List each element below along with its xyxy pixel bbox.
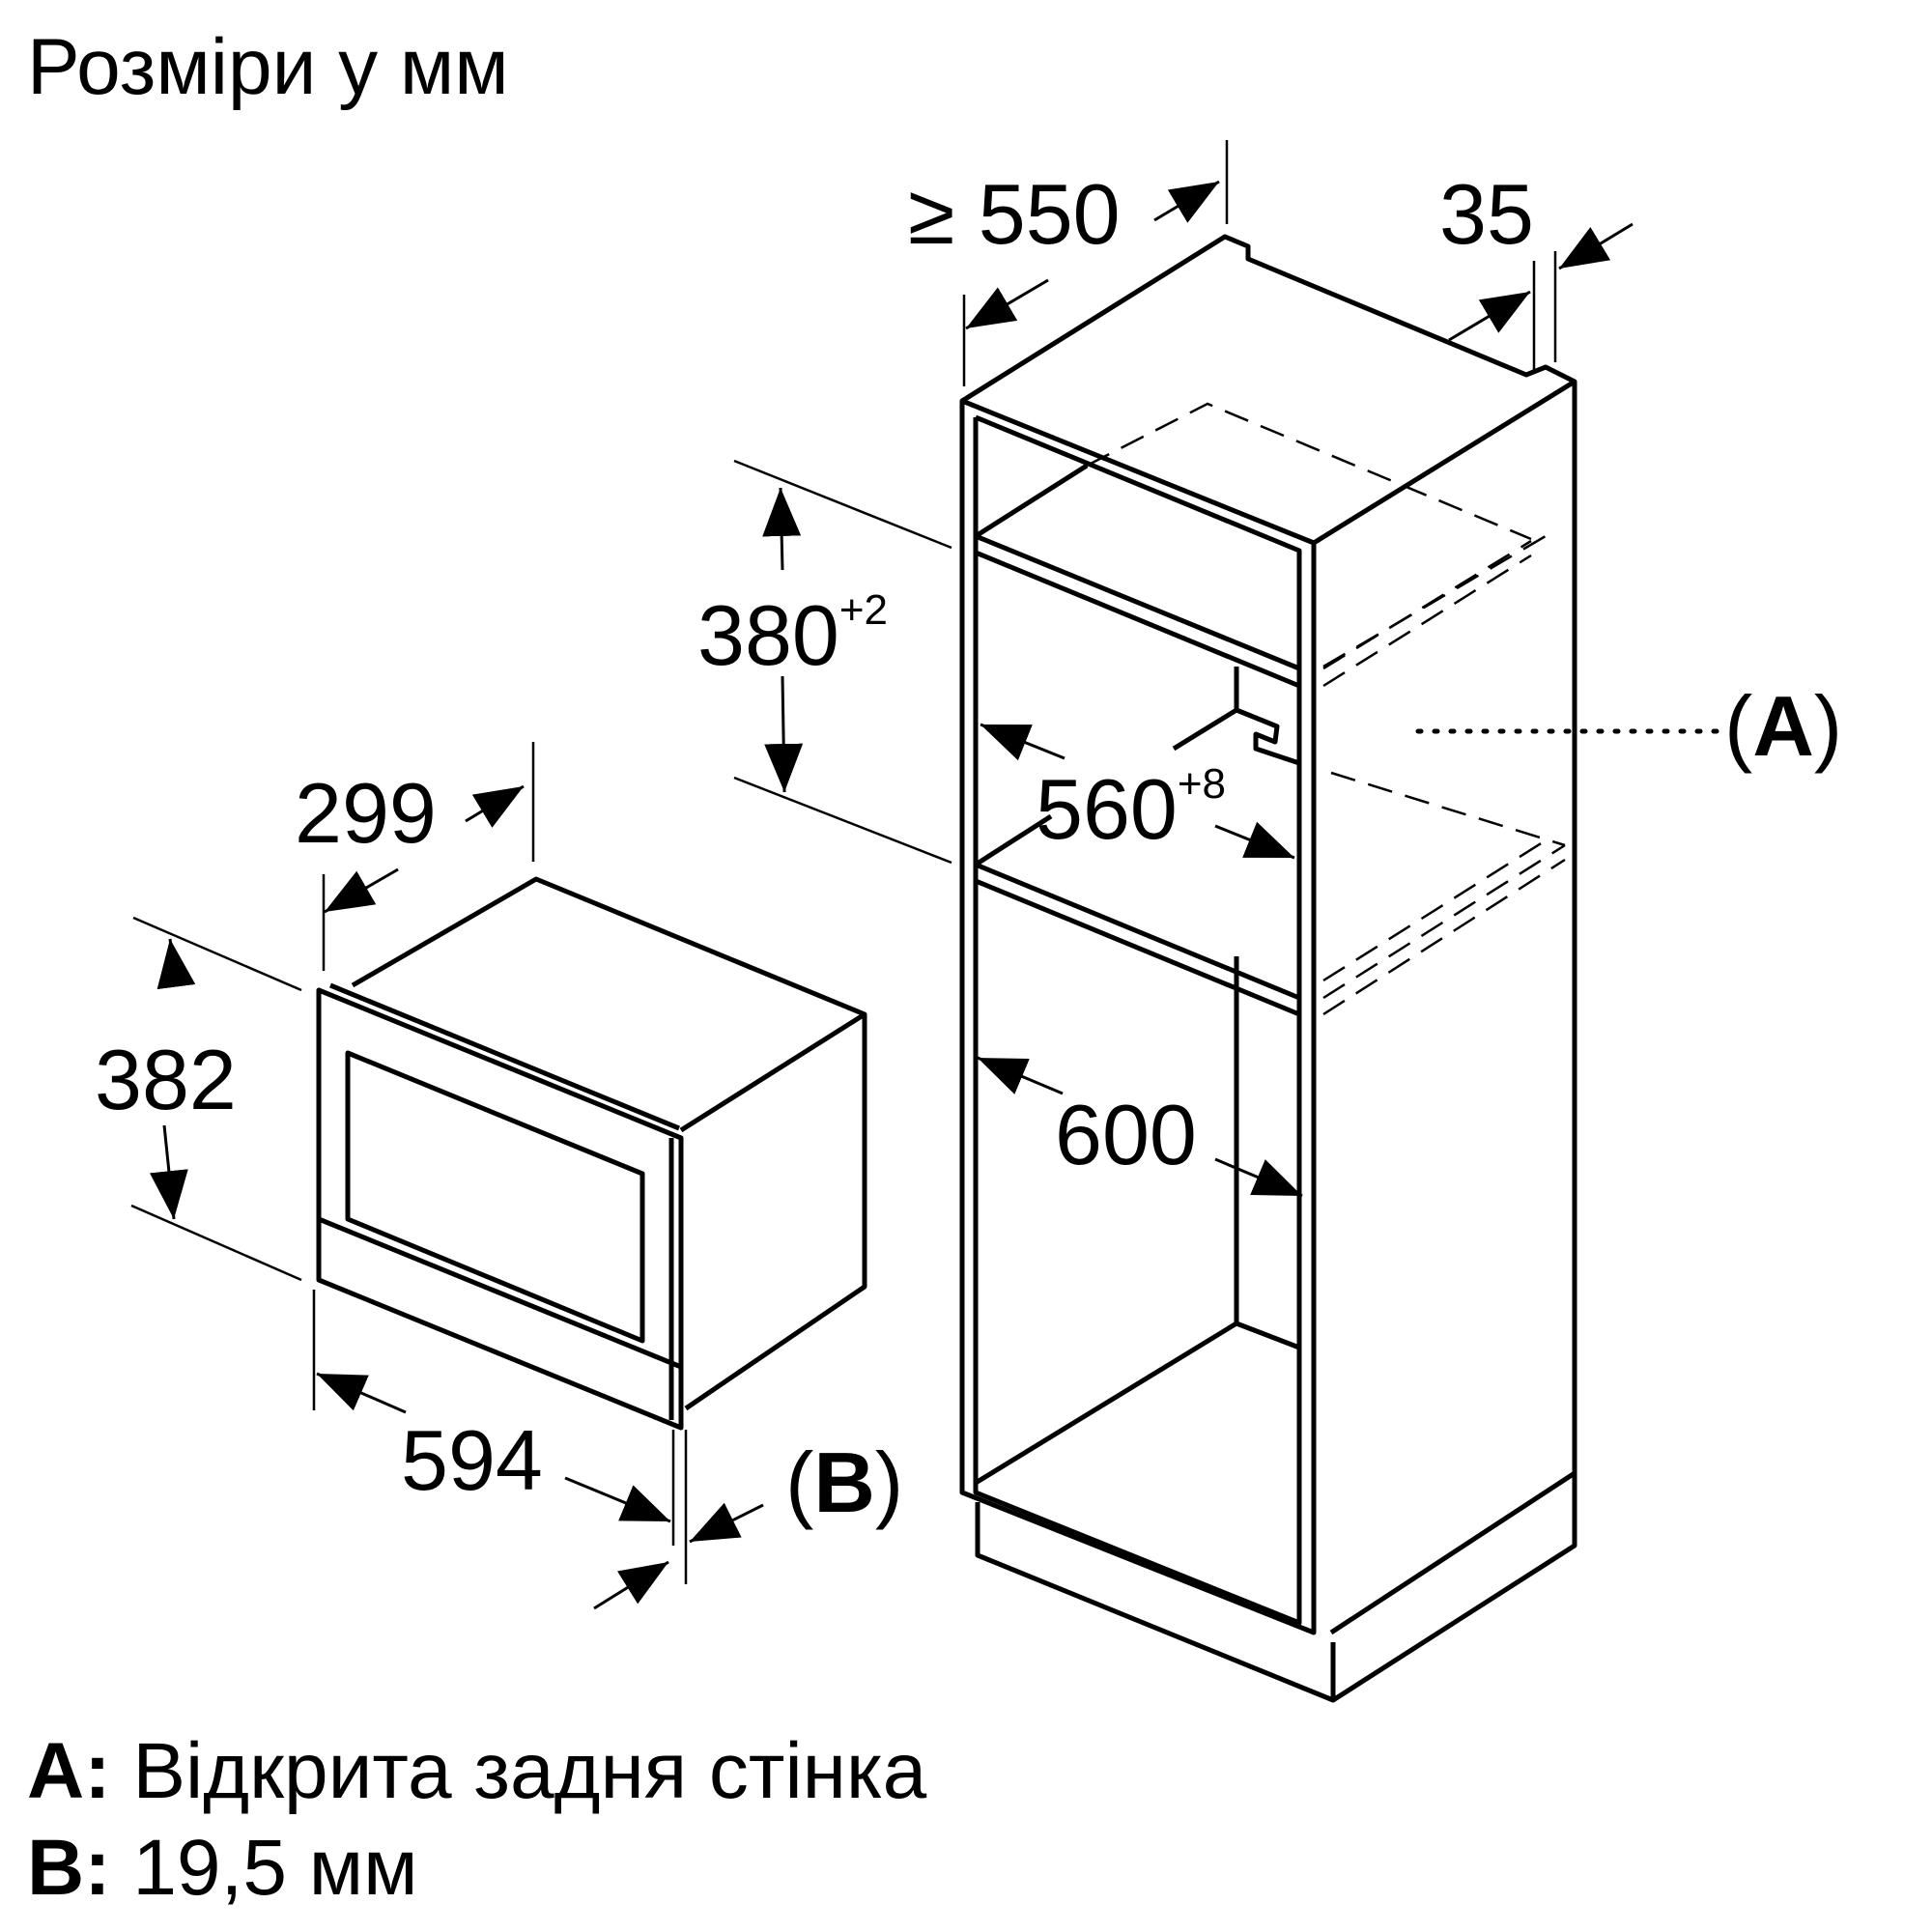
dim-560-tolerance: +8 bbox=[1178, 760, 1226, 808]
dim-382 bbox=[130, 916, 302, 1282]
dim-594-label: 594 bbox=[401, 1412, 543, 1508]
dim-380 bbox=[733, 459, 952, 865]
cabinet-hidden-lines bbox=[1086, 402, 1566, 1016]
legend-text-b: 19,5 мм bbox=[132, 1824, 418, 1912]
legend-item-a: A: Відкрита задня стінка bbox=[27, 1725, 926, 1818]
cabinet-front bbox=[959, 398, 1317, 1635]
dim-594 bbox=[312, 1290, 675, 1546]
dim-382-label: 382 bbox=[95, 1032, 237, 1127]
dim-380-value: 380 bbox=[697, 587, 839, 683]
dim-600 bbox=[977, 1056, 1303, 1198]
legend-text-a: Відкрита задня стінка bbox=[132, 1727, 927, 1815]
dim-550-label: ≥ 550 bbox=[908, 166, 1121, 262]
microwave-drawing bbox=[316, 876, 867, 1431]
microwave-window bbox=[345, 1050, 645, 1344]
dim-560 bbox=[980, 723, 1295, 860]
lower-shelf bbox=[975, 862, 1302, 1017]
dim-b bbox=[593, 1430, 764, 1610]
dim-299 bbox=[322, 742, 535, 971]
dim-380-label: 380+2 bbox=[697, 586, 888, 683]
cabinet-plinth bbox=[975, 1473, 1577, 1703]
microwave-front bbox=[316, 987, 684, 1431]
dim-550 bbox=[962, 140, 1229, 386]
legend-key-b: B: bbox=[27, 1824, 111, 1912]
cabinet-drawing bbox=[959, 234, 1577, 1703]
page-title: Розміри у мм bbox=[27, 23, 509, 111]
legend-key-a: A: bbox=[27, 1727, 111, 1815]
dim-600-label: 600 bbox=[1055, 1087, 1197, 1182]
microwave-side bbox=[684, 1014, 867, 1411]
microwave-top bbox=[351, 876, 867, 1133]
dim-560-label: 560+8 bbox=[1036, 760, 1226, 857]
dim-380-tolerance: +2 bbox=[839, 586, 888, 634]
legend-item-b: B: 19,5 мм bbox=[27, 1822, 417, 1915]
cabinet-top bbox=[960, 234, 1577, 546]
upper-shelf bbox=[975, 533, 1302, 689]
dim-35 bbox=[1448, 222, 1634, 370]
callout-b: (B) bbox=[785, 1435, 903, 1530]
dim-299-label: 299 bbox=[295, 765, 437, 861]
dim-560-value: 560 bbox=[1036, 761, 1178, 857]
callout-a: (A) bbox=[1724, 678, 1842, 774]
cabinet-side bbox=[1329, 382, 1577, 1635]
dim-35-label: 35 bbox=[1439, 166, 1534, 262]
